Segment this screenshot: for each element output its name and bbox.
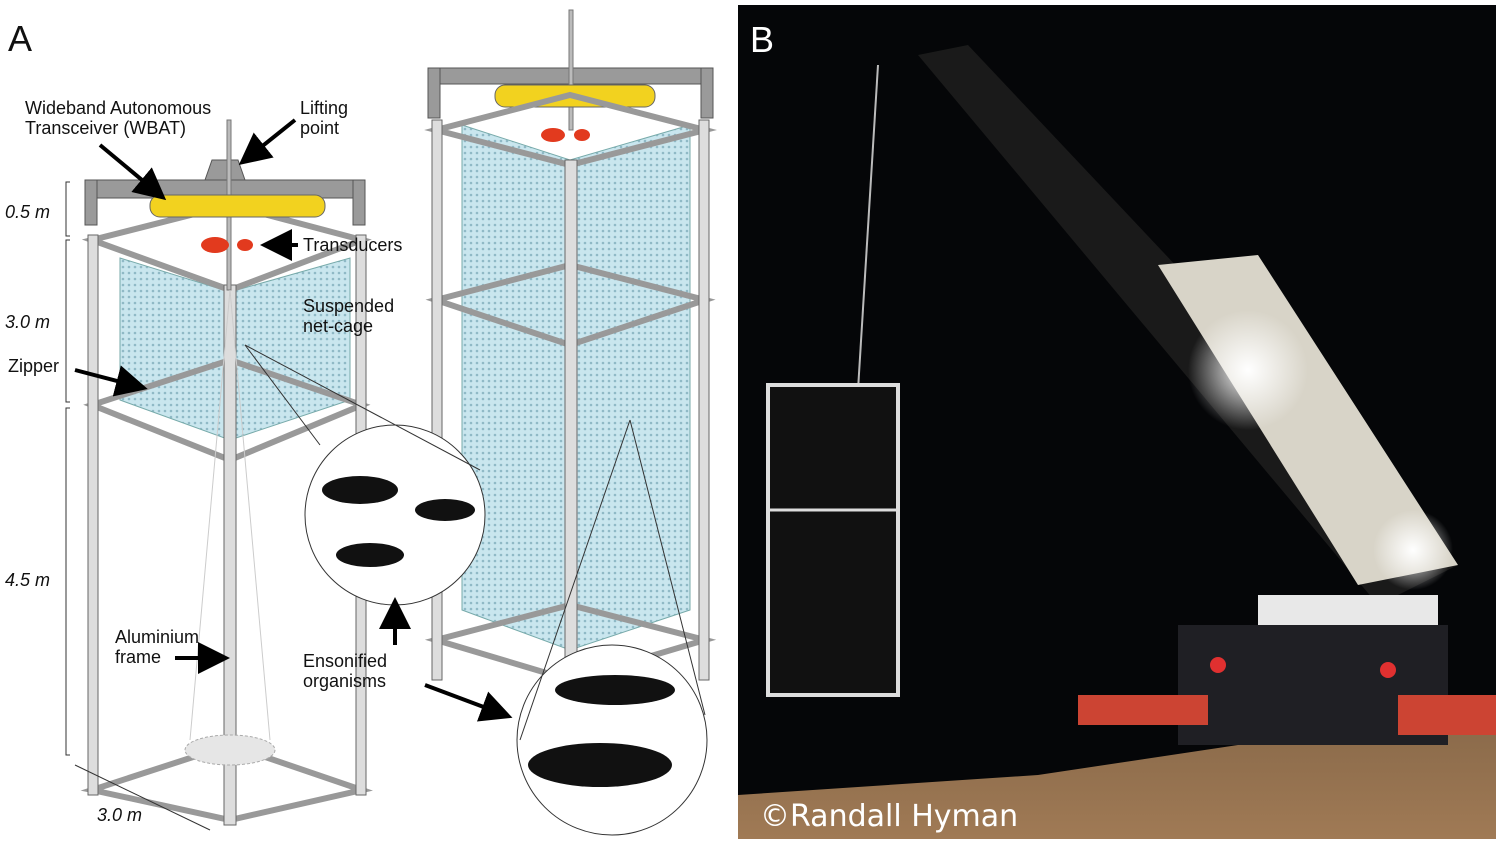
fish-magnifier [516, 644, 708, 836]
wbat-label-line1: Wideband Autonomous [25, 98, 212, 118]
panel-a-label: A [8, 18, 33, 59]
wbat-label-line2: Transceiver (WBAT) [25, 118, 187, 138]
net-cage-label-line1: Suspended [303, 296, 395, 316]
crane-photo [738, 45, 1496, 839]
right-cage [424, 9, 717, 691]
lifting-label-line1: Lifting [300, 98, 349, 118]
dimension-width: 3.0 m [97, 805, 143, 825]
cage-illustration [65, 9, 717, 836]
dimension-top: 0.5 m [5, 202, 51, 222]
net-cage-label-line2: net-cage [303, 316, 374, 336]
wbat-label: Wideband Autonomous Transceiver (WBAT) [25, 98, 211, 138]
net-cage-label: Suspended net-cage [303, 296, 394, 336]
panel-a-diagram: A Wideband Autonomous Transceiver (WBAT)… [0, 0, 735, 842]
frame-label-line1: Aluminium [115, 627, 200, 647]
panel-b-photo: B [738, 5, 1496, 839]
ensonified-organisms-label: Ensonified organisms [303, 651, 387, 691]
aluminium-frame-label: Aluminium frame [115, 627, 199, 667]
organisms-label-line2: organisms [303, 671, 387, 691]
photo-credit: ©Randall Hyman [760, 799, 1019, 834]
dimension-bottom: 4.5 m [5, 570, 51, 590]
transducers-label: Transducers [303, 235, 403, 255]
left-cage [80, 119, 373, 826]
dimension-middle: 3.0 m [5, 312, 51, 332]
lifting-label-line2: point [300, 118, 340, 138]
lifting-point-label: Lifting point [300, 98, 348, 138]
panel-b-label: B [750, 19, 775, 60]
frame-label-line2: frame [115, 647, 162, 667]
organisms-label-line1: Ensonified [303, 651, 388, 671]
zipper-label: Zipper [8, 356, 60, 376]
